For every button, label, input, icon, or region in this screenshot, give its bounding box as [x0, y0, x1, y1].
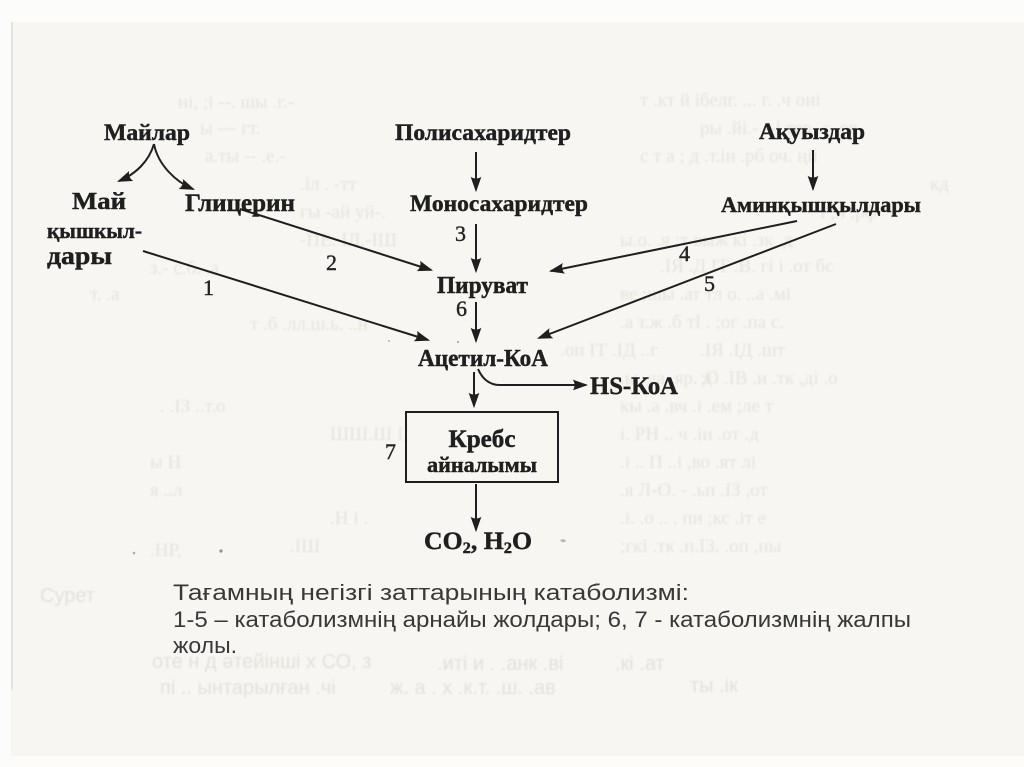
svg-text:.НР,: .НР,	[150, 540, 181, 561]
svg-text:кд: кд	[930, 174, 949, 195]
svg-text:т .кт й ібелг. ... г.: т .кт й ібелг. ... г. .ч оні	[640, 90, 821, 111]
svg-text:Тағамның негізгі заттарының к: Тағамның негізгі заттарының катаболизмі:	[173, 580, 689, 605]
svg-text:і. РН .. ч .іи .от .д: і. РН .. ч .іи .от .д	[620, 424, 759, 445]
svg-text:оте н д әтейінші х СО,: оте н д әтейінші х СО, з	[152, 651, 371, 673]
svg-text:1-5 – катаболизмнің арнайы жол: 1-5 – катаболизмнің арнайы жолдары; 6, 7…	[173, 607, 911, 632]
svg-text:ні, ;і --. шы .г.-: ні, ;і --. шы .г.-	[178, 92, 294, 113]
svg-text:Сурет: Сурет	[40, 585, 95, 607]
svg-text:дары: дары	[47, 243, 112, 270]
svg-text:ғы -ай уй-.: ғы -ай уй-.	[300, 202, 386, 223]
svg-text:қышкыл-: қышкыл-	[47, 218, 142, 243]
svg-text:1: 1	[203, 275, 214, 300]
svg-text:Май: Май	[72, 189, 126, 215]
svg-text:Ақуыздар: Ақуыздар	[759, 119, 865, 144]
svg-text:Полисахаридтер: Полисахаридтер	[395, 120, 571, 145]
svg-text:жолы.: жолы.	[173, 633, 237, 658]
svg-text:Моносахаридтер: Моносахаридтер	[410, 191, 588, 216]
svg-text:.кі .ат: .кі .ат	[615, 653, 665, 675]
svg-text:ы.о. .я ;т выж кі .зк .: ы.о. .я ;т выж кі .зк .д	[620, 230, 793, 251]
svg-text:Ацетил-КоА: Ацетил-КоА	[418, 346, 549, 372]
svg-text:кы .а .вч .і .ем ;ле т: кы .а .вч .і .ем ;ле т	[620, 396, 774, 417]
svg-text:3: 3	[455, 221, 466, 246]
svg-text:.і .. П ..і ,во .ят лі: .і .. П ..і ,во .ят лі	[620, 452, 756, 473]
svg-text:т. .а: т. .а	[90, 284, 120, 305]
svg-text:ты .ік: ты .ік	[690, 675, 738, 697]
svg-text:айналымы: айналымы	[427, 452, 537, 477]
svg-text:4: 4	[679, 241, 690, 266]
svg-text:Аминқышқылдары: Аминқышқылдары	[721, 192, 921, 217]
svg-text:.я Л-О. - .ьп .ІЗ ,от: .я Л-О. - .ьп .ІЗ ,от	[620, 480, 768, 501]
svg-text:і ;и ,рф: і ;и ,рф	[820, 202, 877, 223]
svg-text:;О .ІВ .и .тк ,ді .о: ;О .ІВ .и .тк ,ді .о	[700, 368, 838, 389]
svg-text:пі .. ынтарылған .чі: пі .. ынтарылған .чі	[160, 677, 336, 699]
svg-text:.ІШ: .ІШ	[290, 536, 320, 557]
svg-text:Глицерин: Глицерин	[185, 190, 295, 217]
svg-text:.іл . -тт: .іл . -тт	[300, 174, 357, 195]
svg-text:.і. .о .. . пи ;кс .іт: .і. .о .. . пи ;кс .іт е	[620, 508, 766, 529]
svg-text:;гкі .тк .п.ІЗ. .оп ,ны: ;гкі .тк .п.ІЗ. .оп ,ны	[620, 536, 781, 557]
svg-text:5: 5	[704, 271, 715, 296]
svg-text:.ІЯ .ІД .шт: .ІЯ .ІД .шт	[700, 340, 786, 361]
svg-text:. .ІЗ ..т.о: . .ІЗ ..т.о	[160, 396, 225, 417]
svg-text:HS-КоА: HS-КоА	[590, 373, 678, 400]
svg-text:.ы .да .яр. д: .ы .да .яр. д	[620, 368, 712, 389]
svg-text:ы --- гт.: ы --- гт.	[200, 118, 261, 139]
svg-text:т .б .лл.ш.ь. ..н: т .б .лл.ш.ь. ..н	[250, 314, 368, 335]
svg-text:.ІЯ .Д ІТ .В. гі і .от: .ІЯ .Д ІТ .В. гі і .от бс	[660, 256, 834, 277]
svg-text:а.ты -- .е.-: а.ты -- .е.-	[205, 146, 286, 167]
svg-text:7: 7	[385, 439, 396, 464]
svg-text:CO2, H2O: CO2, H2O	[424, 528, 532, 557]
svg-text:2: 2	[326, 250, 337, 275]
svg-text:Майлар: Майлар	[104, 120, 190, 145]
svg-text:.Н і .: .Н і .	[330, 508, 368, 529]
svg-text:.иті и . .анк .ві: .иті и . .анк .ві	[437, 653, 563, 675]
svg-text:6: 6	[456, 296, 467, 321]
svg-text:с т а ; д .т.ін .рб оч.: с т а ; д .т.ін .рб оч. ңй	[640, 146, 818, 167]
svg-text:ры .йі.- --і тер .с .ов: ры .йі.- --і тер .с .ов	[700, 118, 858, 139]
svg-text:Пируват: Пируват	[437, 273, 528, 299]
svg-text:Кребс: Кребс	[449, 426, 516, 453]
svg-text:з.- с.б. .а: з.- с.б. .а	[150, 258, 219, 279]
svg-text:ве ;шы .ат тл о. ..а .м: ве ;шы .ат тл о. ..а .мі	[620, 284, 791, 305]
svg-text:ы Н: ы Н	[150, 452, 182, 473]
svg-text:.а т.ж .б тІ . ;ог .па: .а т.ж .б тІ . ;ог .па с.	[620, 312, 784, 333]
svg-text:я ..л: я ..л	[150, 480, 183, 501]
svg-text:.оп ІТ .ІД ..г: .оп ІТ .ІД ..г	[560, 340, 658, 361]
svg-text:ж. а . х .к.т. .ш. .ав: ж. а . х .к.т. .ш. .ав	[390, 677, 556, 699]
